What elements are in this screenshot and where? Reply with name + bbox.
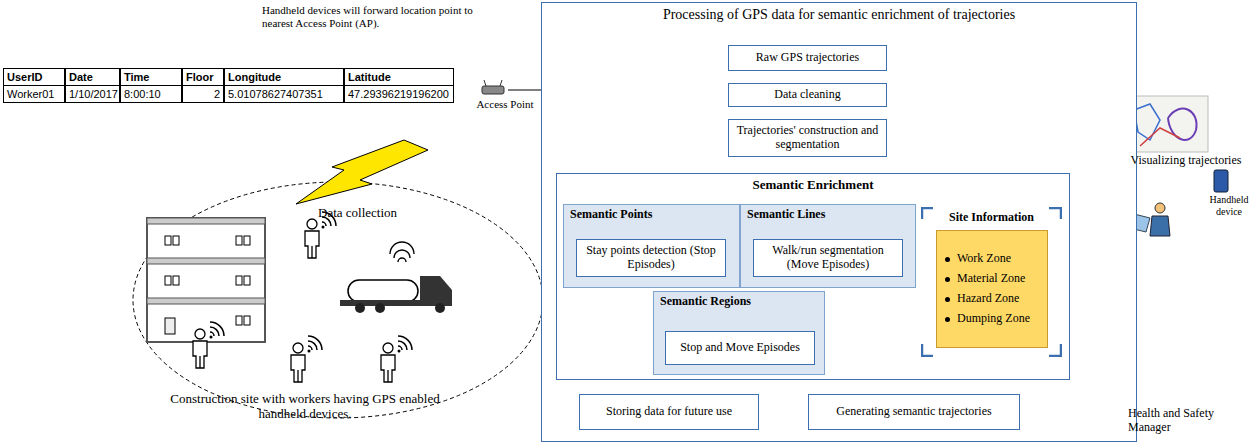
- process-box: Stay points detection (Stop Episodes): [576, 239, 726, 277]
- bullet-dot: [945, 257, 950, 262]
- table-cell: 8:00:10: [120, 85, 182, 103]
- group-box: Processing of GPS data for semantic enri…: [541, 2, 1137, 442]
- table-cell: UserID: [3, 68, 65, 86]
- group-box: Semantic PointsStay points detection (St…: [563, 204, 740, 288]
- zone-item: Hazard Zone: [957, 291, 1019, 305]
- zone-item: Work Zone: [957, 251, 1011, 265]
- table-cell: Date: [65, 68, 120, 86]
- router-icon: [482, 80, 504, 94]
- process-box: Raw GPS trajectories: [728, 45, 887, 71]
- note-text: Handheld devices will forward location p…: [262, 4, 502, 29]
- actor-label: Health and Safety Manager: [1122, 404, 1252, 438]
- box-text: Stop and Move Episodes: [672, 341, 808, 355]
- table-cell: 2: [182, 85, 224, 103]
- note-text: Handheld device: [1204, 194, 1254, 217]
- table-cell: Time: [120, 68, 182, 86]
- box-text: Storing data for future use: [586, 405, 752, 419]
- box-text: Data cleaning: [735, 88, 880, 102]
- table-cell: Worker01: [3, 85, 65, 103]
- group-heading: Site Information: [921, 207, 1062, 229]
- lightning-bolt: [296, 140, 428, 204]
- table-cell: 1/10/2017: [65, 85, 120, 103]
- table-cell: Floor: [182, 68, 224, 86]
- group-heading: Processing of GPS data for semantic enri…: [542, 3, 1136, 27]
- process-box: Data cleaning: [728, 83, 887, 107]
- group-box: Semantic RegionsStop and Move Episodes: [653, 291, 825, 375]
- group-box: Site InformationWork ZoneMaterial ZoneHa…: [921, 207, 1062, 357]
- group-box: Semantic EnrichmentSemantic PointsStay p…: [556, 173, 1070, 380]
- process-box: Storing data for future use: [579, 394, 759, 430]
- bullet-row: Material Zone: [945, 272, 1039, 286]
- building: [147, 218, 265, 342]
- group-heading: Semantic Regions: [654, 292, 824, 312]
- box-text: Raw GPS trajectories: [735, 51, 880, 65]
- bullet-row: Dumping Zone: [945, 312, 1039, 326]
- phone-icon: [1214, 170, 1228, 192]
- note-text: Visualizing trajectories: [1120, 154, 1252, 168]
- zone-item: Dumping Zone: [957, 311, 1030, 325]
- map-image: [1128, 96, 1208, 152]
- box-text: Stay points detection (Stop Episodes): [583, 244, 719, 272]
- box-text: Health and Safety Manager: [1128, 407, 1246, 435]
- bullet-dot: [945, 297, 950, 302]
- process-box: Walk/run segmentation (Move Episodes): [753, 239, 903, 277]
- box-text: Generating semantic trajectories: [815, 405, 1013, 419]
- note-text: Data collection: [318, 206, 428, 221]
- bullet-dot: [945, 277, 950, 282]
- site-info-box: Work ZoneMaterial ZoneHazard ZoneDumping…: [936, 230, 1048, 348]
- table-cell: Longitude: [224, 68, 344, 86]
- bullet-dot: [945, 317, 950, 322]
- bullet-row: Hazard Zone: [945, 292, 1039, 306]
- process-box: Trajectories' construction and segmentat…: [728, 119, 887, 157]
- box-text: Walk/run segmentation (Move Episodes): [760, 244, 896, 272]
- note-text: Construction site with workers having GP…: [150, 392, 460, 422]
- table-cell: 5.01078627407351: [224, 85, 344, 103]
- zone-item: Material Zone: [957, 271, 1025, 285]
- process-box: Generating semantic trajectories: [808, 394, 1020, 430]
- group-heading: Semantic Enrichment: [557, 174, 1069, 197]
- tanker-truck: [340, 242, 452, 313]
- box-text: Trajectories' construction and segmentat…: [735, 124, 880, 152]
- group-heading: Semantic Points: [564, 205, 739, 225]
- note-text: Access Point: [474, 98, 536, 111]
- table-cell: Latitude: [344, 68, 454, 86]
- group-box: Semantic LinesWalk/run segmentation (Mov…: [740, 204, 916, 288]
- process-box: Stop and Move Episodes: [665, 331, 815, 365]
- group-heading: Semantic Lines: [741, 205, 915, 225]
- table-cell: 47.29396219196200: [344, 85, 454, 103]
- bullet-row: Work Zone: [945, 252, 1039, 266]
